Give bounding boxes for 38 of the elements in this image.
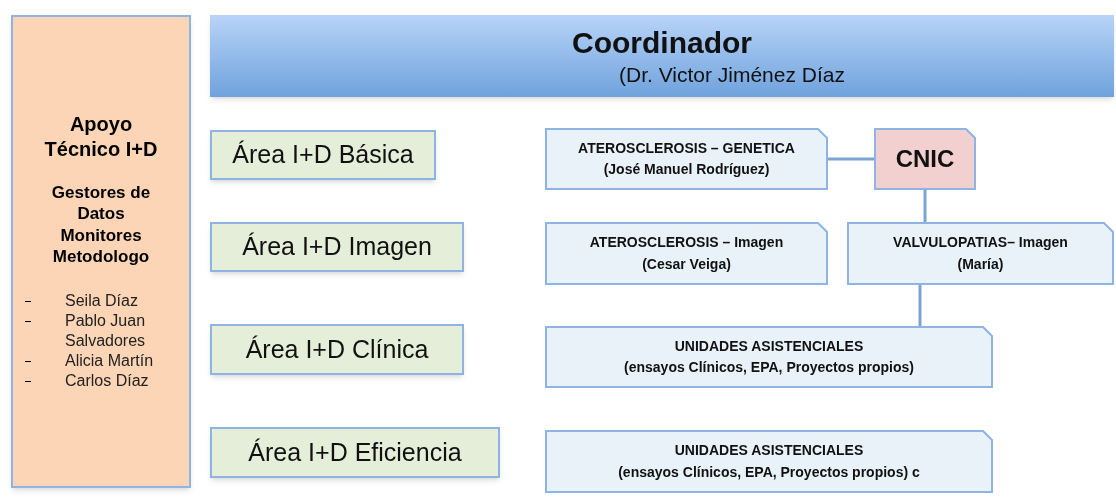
unit-box (545, 222, 828, 285)
connector-line (828, 157, 874, 161)
unit-subtitle: (María) (957, 255, 1004, 273)
unit-subtitle: (ensayos Clínicos, EPA, Proyectos propios) (624, 359, 914, 377)
coordinator-banner (210, 15, 1114, 97)
person-name: Seila Díaz (65, 291, 138, 311)
panel-subheading: Gestores de Datos Monitores Metodologo (50, 182, 152, 267)
unit-subtitle: (ensayos Clínicos, EPA, Proyectos propios) c (618, 463, 920, 481)
person-name: Carlos Díaz (65, 371, 149, 391)
person-name: Pablo Juan Salvadores (65, 311, 147, 351)
unit-title: ATEROSCLEROSIS – GENETICA (578, 139, 795, 157)
banner-subtitle: (Dr. Victor Jiménez Díaz (619, 61, 845, 88)
area-box (210, 427, 500, 478)
panel-heading: Apoyo Técnico I+D (43, 112, 159, 162)
unit-title: VALVULOPATIAS– Imagen (893, 234, 1068, 252)
area-box (210, 222, 464, 272)
center-box (874, 128, 976, 190)
unit-title: ATEROSCLEROSIS – Imagen (589, 234, 784, 252)
unit-subtitle: (José Manuel Rodríguez) (603, 161, 770, 179)
area-label: Área I+D Imagen (242, 231, 432, 263)
unit-title: UNIDADES ASISTENCIALES (674, 337, 864, 355)
banner-title: Coordinador (572, 25, 752, 62)
area-label: Área I+D Básica (232, 139, 414, 171)
area-box (210, 130, 436, 180)
unit-box (545, 128, 828, 190)
area-label: Área I+D Clínica (245, 333, 429, 365)
unit-title: UNIDADES ASISTENCIALES (674, 442, 864, 460)
area-label: Área I+D Eficiencia (248, 436, 462, 468)
unit-subtitle: (Cesar Veiga) (642, 255, 731, 273)
connector-line (918, 285, 922, 326)
person-name: Alicia Martín (65, 351, 154, 371)
unit-box (545, 430, 993, 493)
unit-box (847, 222, 1114, 285)
unit-box (545, 326, 993, 388)
support-panel (11, 15, 191, 488)
center-label: CNIC (895, 144, 955, 174)
connector-line (923, 190, 927, 222)
area-box (210, 324, 464, 375)
